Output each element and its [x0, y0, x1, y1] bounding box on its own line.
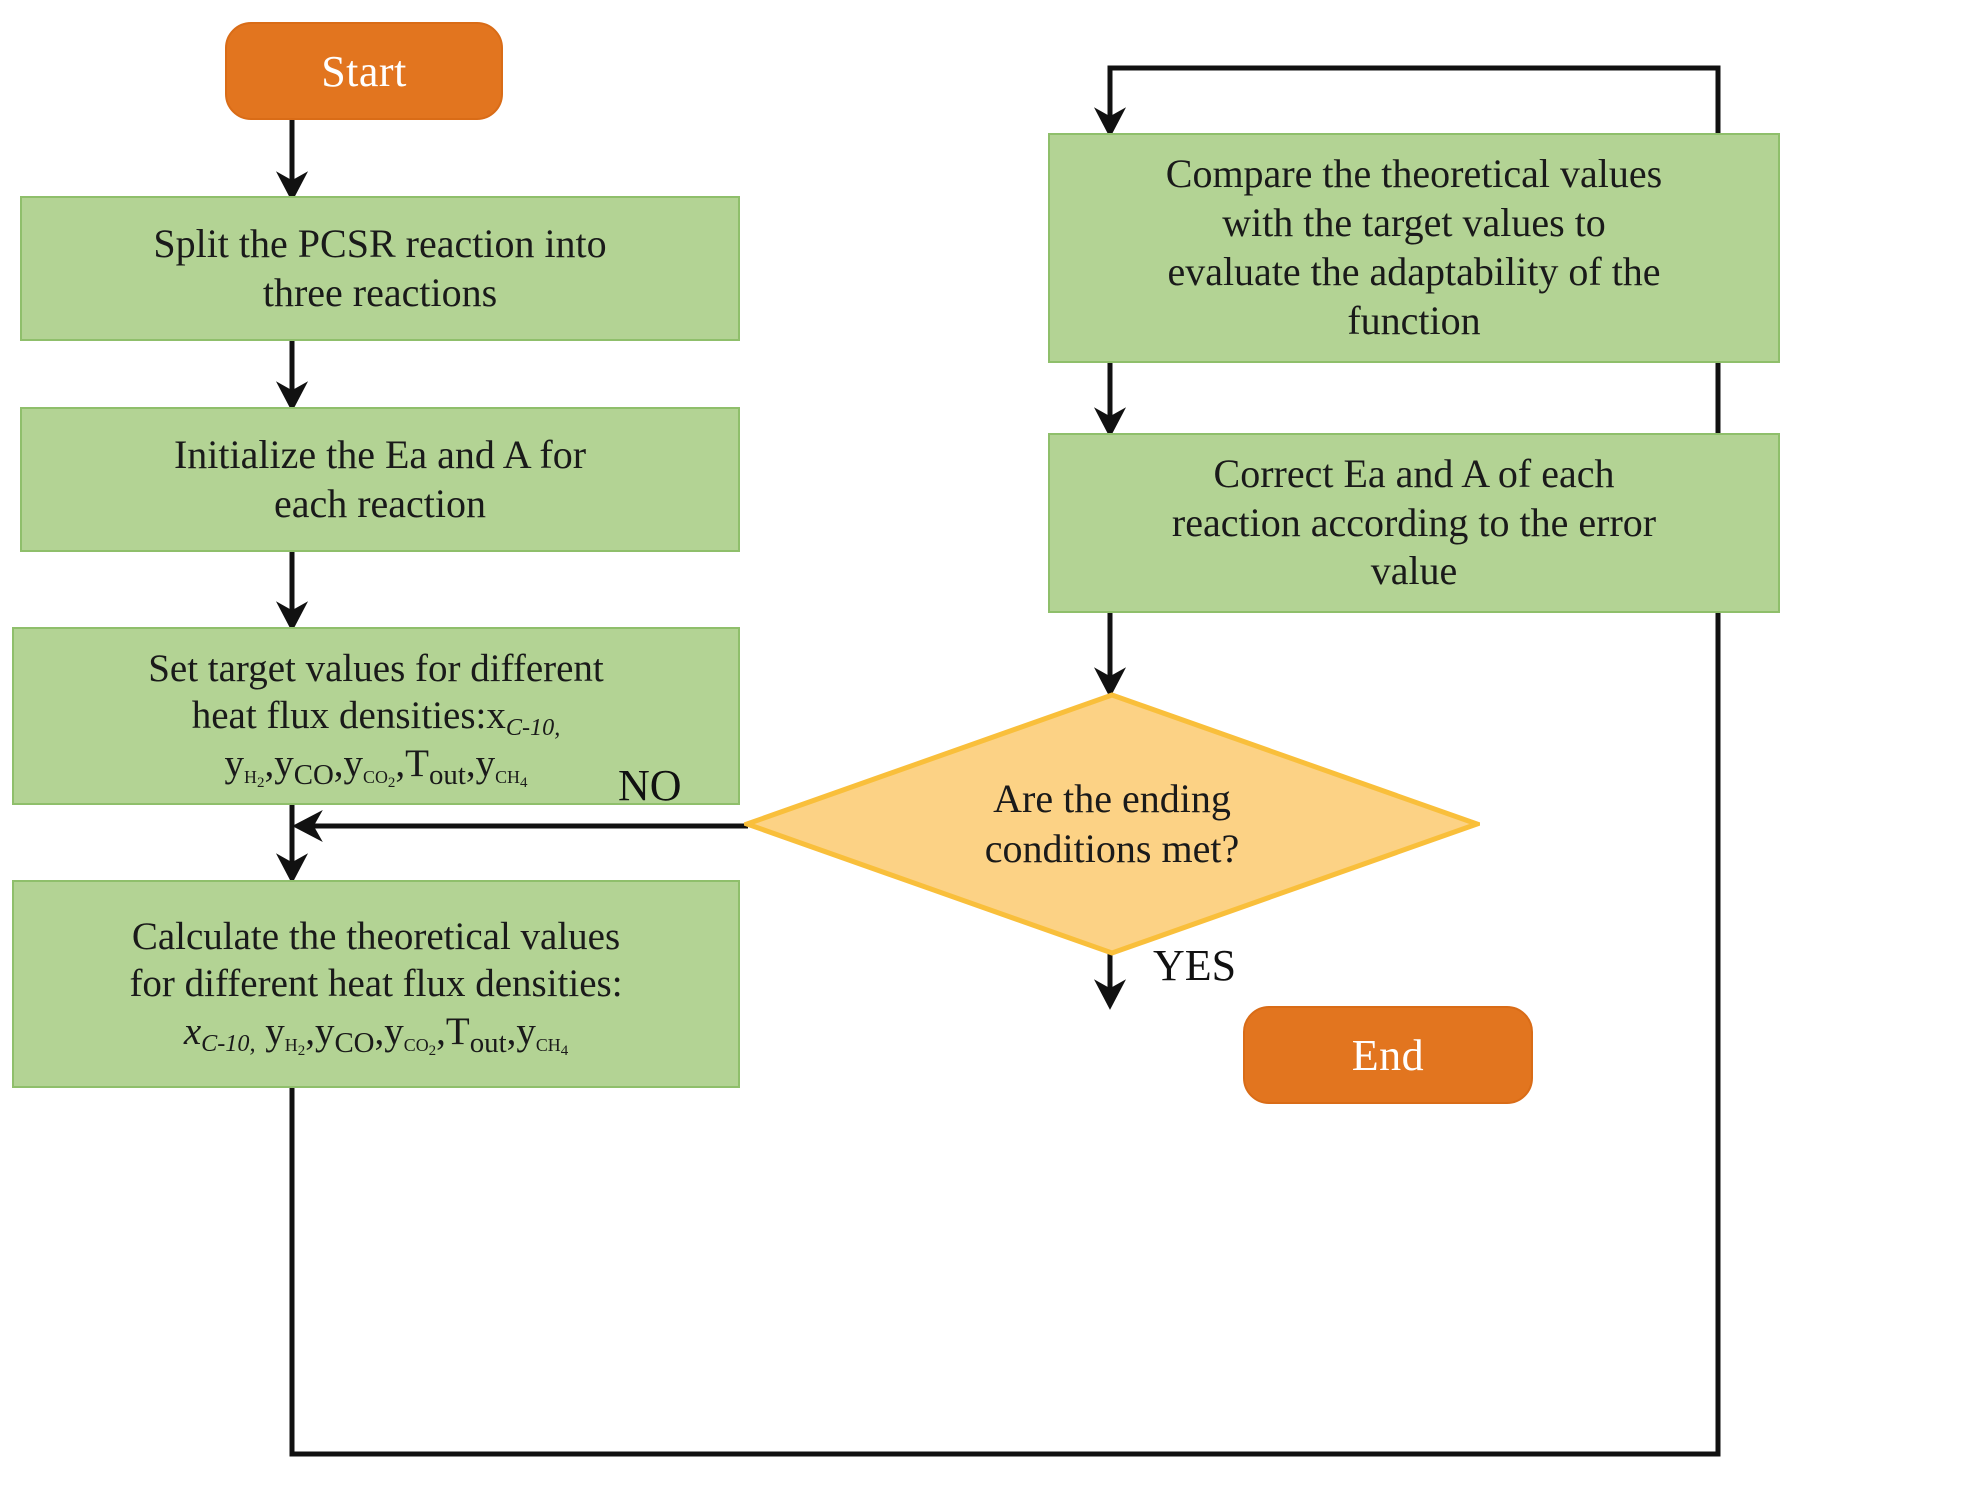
set-target-subscript-c10: C-10, [505, 713, 561, 741]
node-compare-line-1: Compare the theoretical values [1165, 151, 1663, 197]
node-set-target-values[interactable]: Set target values for different heat flu… [12, 627, 740, 805]
node-correct-line-2: reaction according to the error [1171, 499, 1657, 545]
node-calculate-species-line: xC-10, yH2,yCO,yCO2,Tout,yCH4 [183, 1009, 569, 1059]
node-compare-values-text: Compare the theoretical values with the … [1060, 150, 1768, 345]
node-initialize-line-1: Initialize the Ea and A for [173, 431, 587, 477]
species-y-co: yCO [274, 741, 334, 791]
node-set-target-values-text: Set target values for different heat flu… [24, 645, 728, 791]
node-decision-line-2: conditions met? [984, 826, 1240, 871]
node-correct-params[interactable]: Correct Ea and A of each reaction accord… [1048, 433, 1780, 613]
node-split-reaction[interactable]: Split the PCSR reaction into three react… [20, 196, 740, 341]
node-start-label: Start [321, 46, 407, 96]
node-set-target-line-2: heat flux densities:xC-10, [24, 692, 728, 740]
node-decision-label: Are the ending conditions met? [744, 692, 1480, 956]
node-decision-ending-conditions[interactable]: Are the ending conditions met? [744, 692, 1480, 956]
node-start[interactable]: Start [225, 22, 503, 120]
calc-x-c10: xC-10, [183, 1009, 256, 1057]
node-compare-values[interactable]: Compare the theoretical values with the … [1048, 133, 1780, 363]
node-set-target-line-1: Set target values for different [148, 646, 604, 690]
node-compare-line-3: evaluate the adaptability of the [1167, 249, 1661, 294]
species-t-out: Tout [405, 741, 466, 791]
node-set-target-species-line: yH2,yCO,yCO2,Tout,yCH4 [224, 741, 528, 791]
species-y-h2: yH2 [265, 1009, 306, 1059]
node-calculate-line-1: Calculate the theoretical values [131, 914, 621, 958]
node-correct-params-text: Correct Ea and A of each reaction accord… [1060, 450, 1768, 596]
node-initialize-params-text: Initialize the Ea and A for each reactio… [32, 431, 728, 529]
edge-label-yes: YES [1153, 941, 1237, 990]
decision-diamond-shape [744, 692, 1480, 956]
node-initialize-line-2: each reaction [273, 480, 487, 526]
node-split-reaction-text: Split the PCSR reaction into three react… [32, 220, 728, 318]
node-correct-line-3: value [1370, 548, 1458, 594]
node-compare-line-2: with the target values to [1222, 200, 1606, 246]
node-split-line-2: three reactions [262, 269, 498, 315]
node-end[interactable]: End [1243, 1006, 1533, 1104]
node-calculate-theoretical[interactable]: Calculate the theoretical values for dif… [12, 880, 740, 1088]
species-y-co: yCO [314, 1009, 375, 1059]
edge-label-no: NO [618, 761, 682, 810]
species-y-h2: yH2 [224, 741, 265, 791]
edge-loop-hidden [292, 1450, 1108, 1455]
node-decision-line-1: Are the ending [993, 776, 1231, 821]
species-y-ch4: yCH4 [475, 741, 528, 791]
species-y-co2: yCO2 [384, 1009, 437, 1059]
set-target-prefix: heat flux densities:x [191, 694, 506, 738]
node-correct-line-1: Correct Ea and A of each [1213, 450, 1615, 496]
species-y-ch4: yCH4 [516, 1009, 569, 1059]
node-compare-line-4: function [1347, 297, 1481, 343]
species-t-out: Tout [445, 1009, 507, 1059]
node-initialize-params[interactable]: Initialize the Ea and A for each reactio… [20, 407, 740, 552]
node-calculate-theoretical-text: Calculate the theoretical values for dif… [24, 913, 728, 1059]
node-calculate-line-2: for different heat flux densities: [129, 962, 623, 1006]
node-end-label: End [1351, 1030, 1425, 1080]
species-y-co2: yCO2 [343, 741, 396, 791]
node-split-line-1: Split the PCSR reaction into [153, 220, 607, 266]
